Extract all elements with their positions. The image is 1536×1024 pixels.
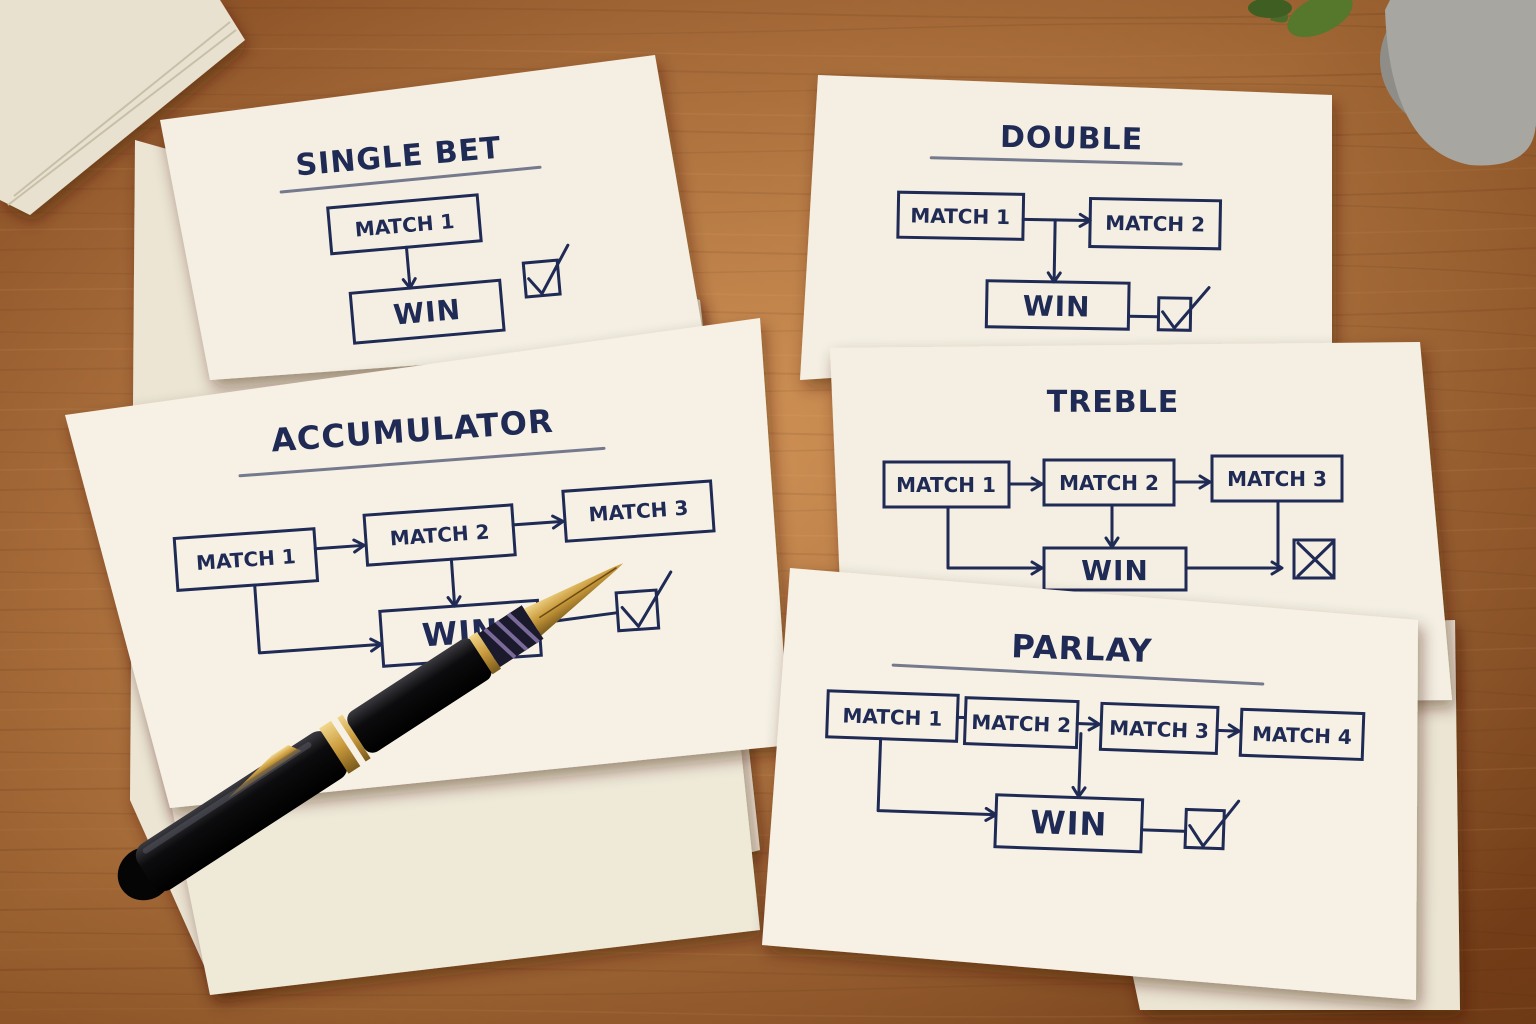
double-diagram: DOUBLE MATCH 1 MATCH 2 WIN xyxy=(896,120,1223,332)
win-box xyxy=(993,793,1145,854)
win-label: WIN xyxy=(1081,554,1149,587)
match-label: MATCH 3 xyxy=(1227,467,1327,491)
card-title: DOUBLE xyxy=(1000,120,1144,157)
match-label: MATCH 1 xyxy=(910,203,1010,229)
card-title: TREBLE xyxy=(1047,385,1180,420)
card-accumulator xyxy=(65,318,790,808)
card-double xyxy=(800,75,1332,380)
result-checkbox xyxy=(1156,296,1193,332)
match-box xyxy=(172,527,320,593)
win-box xyxy=(348,278,506,345)
win-box xyxy=(984,279,1131,331)
win-label: WIN xyxy=(392,293,462,332)
match-box xyxy=(1088,197,1223,251)
match-box xyxy=(1238,707,1366,762)
paper-stack xyxy=(0,0,245,215)
match-label: MATCH 3 xyxy=(1109,716,1210,743)
check-icon xyxy=(1188,799,1241,848)
fountain-pen xyxy=(117,563,624,901)
match-box xyxy=(362,503,517,567)
plant-pot xyxy=(1248,0,1536,166)
parlay-diagram: PARLAY MATCH 1 MATCH 2 MATCH 3 MATCH 4 W… xyxy=(825,627,1366,854)
card-title: PARLAY xyxy=(1011,627,1153,670)
result-checkbox xyxy=(1183,807,1226,851)
win-label: WIN xyxy=(1030,803,1108,844)
result-checkbox xyxy=(1292,538,1336,580)
win-label: WIN xyxy=(1023,289,1091,323)
match-label: MATCH 1 xyxy=(842,703,943,730)
treble-diagram: TREBLE MATCH 1 MATCH 2 MATCH 3 WIN xyxy=(882,385,1344,592)
result-checkbox xyxy=(614,588,661,633)
match-label: MATCH 4 xyxy=(1252,722,1353,749)
check-icon xyxy=(1161,286,1211,330)
match-label: MATCH 2 xyxy=(1059,471,1159,495)
card-single-bet xyxy=(160,55,705,380)
card-parlay xyxy=(762,568,1418,1000)
match-label: MATCH 2 xyxy=(971,710,1072,737)
check-icon xyxy=(620,570,673,628)
match-box xyxy=(896,190,1026,241)
match-label: MATCH 2 xyxy=(1105,211,1205,237)
result-checkbox xyxy=(521,258,562,299)
match-box xyxy=(561,479,716,543)
check-icon xyxy=(527,243,570,296)
match-label: MATCH 1 xyxy=(896,473,996,497)
